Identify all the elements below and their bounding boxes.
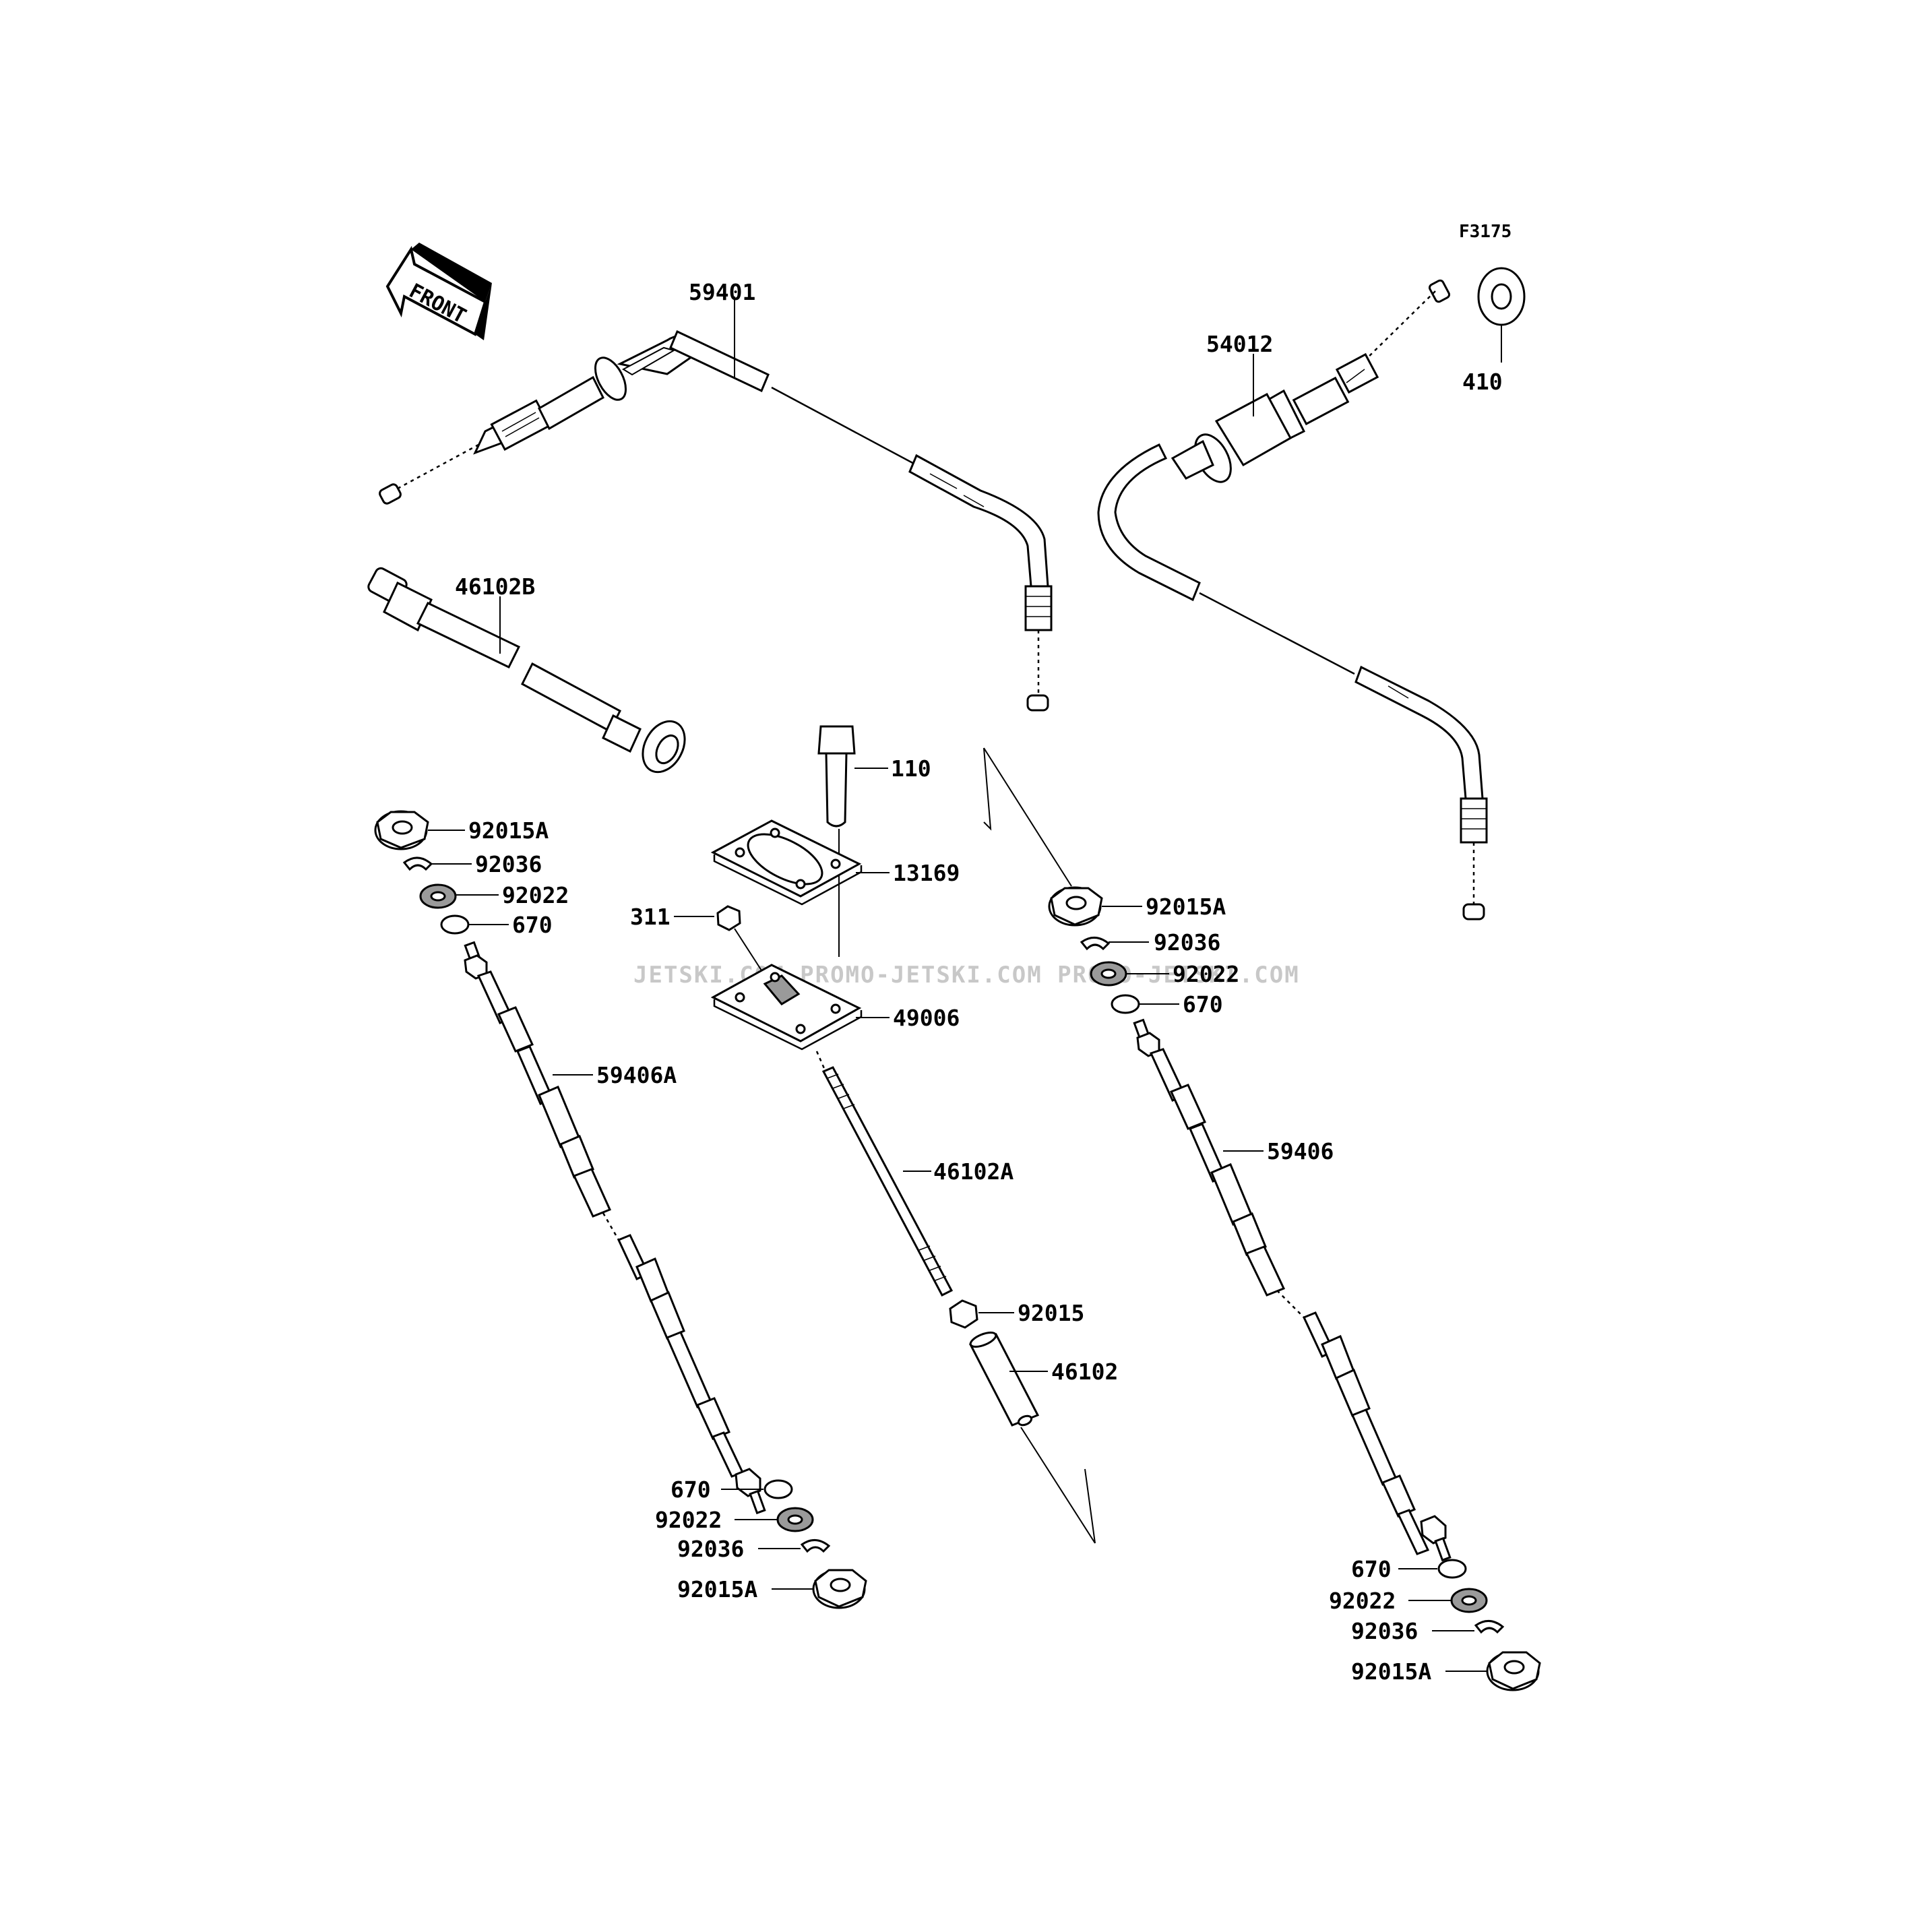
callout-410: 410	[1462, 369, 1503, 395]
nut-92015	[949, 1299, 978, 1329]
cable-54012	[1097, 267, 1526, 921]
callout-54012: 54012	[1206, 331, 1273, 357]
left-bottom-hardware	[764, 1479, 867, 1609]
cable-59401	[379, 330, 1053, 712]
callout-59406: 59406	[1267, 1138, 1334, 1164]
callout-13169: 13169	[893, 860, 960, 886]
callout-left-92015A: 92015A	[468, 817, 549, 844]
callout-46102B: 46102B	[455, 573, 535, 600]
callout-bl-92022: 92022	[655, 1507, 722, 1533]
sleeve-46102	[968, 1331, 1040, 1427]
callout-bl-92015A: 92015A	[677, 1576, 757, 1602]
callout-bl-92036: 92036	[677, 1536, 744, 1562]
callout-left-92022: 92022	[502, 882, 569, 908]
callout-110: 110	[891, 755, 931, 782]
callout-br-92022: 92022	[1329, 1588, 1396, 1614]
callout-left-670: 670	[512, 912, 553, 938]
gasket-13169	[710, 819, 863, 906]
callout-br-92015A: 92015A	[1351, 1658, 1431, 1685]
right-bottom-hardware	[1437, 1559, 1541, 1691]
right-top-hardware	[1048, 886, 1140, 1014]
callout-92015: 92015	[1018, 1300, 1084, 1326]
plate-49006	[710, 964, 863, 1051]
callout-59406A: 59406A	[596, 1062, 677, 1088]
callout-right-670: 670	[1183, 991, 1223, 1018]
figure-code: F3175	[1459, 222, 1512, 242]
bolt-110	[817, 725, 856, 828]
nut-311	[716, 905, 741, 931]
cable-59406	[1133, 1018, 1452, 1562]
callout-br-92036: 92036	[1351, 1618, 1418, 1644]
callout-59401: 59401	[689, 279, 755, 305]
callout-bl-670: 670	[671, 1476, 711, 1503]
callout-right-92015A: 92015A	[1146, 894, 1226, 920]
cable-59406A	[464, 941, 766, 1515]
callout-left-92036: 92036	[475, 851, 542, 877]
callout-46102: 46102	[1051, 1359, 1118, 1385]
callout-right-92022: 92022	[1173, 961, 1239, 987]
front-arrow-icon: FRONT	[385, 243, 492, 340]
shaft-46102B	[367, 567, 686, 774]
callout-right-92036: 92036	[1154, 929, 1220, 956]
callout-49006: 49006	[893, 1005, 960, 1031]
callout-311: 311	[630, 904, 671, 930]
rod-46102A	[815, 1051, 954, 1297]
callout-46102A: 46102A	[933, 1158, 1014, 1185]
callout-br-670: 670	[1351, 1556, 1392, 1582]
left-top-hardware	[374, 810, 470, 935]
